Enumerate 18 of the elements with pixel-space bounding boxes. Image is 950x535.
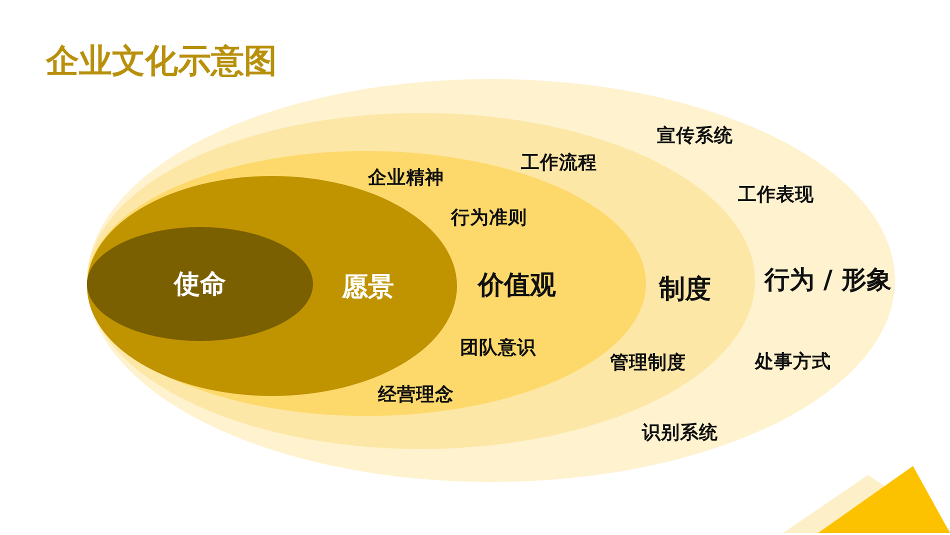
layer-item-label: 宣传系统 [657,126,733,146]
layer-title: 行为 / 形象 [764,266,892,294]
ellipse-layer [87,227,313,341]
layer-item-label: 团队意识 [460,338,536,358]
ellipse-layer [87,79,895,482]
layer-title: 愿景 [342,274,394,302]
layer-title: 价值观 [478,272,556,300]
layer-item-label: 行为准则 [451,208,527,228]
layer-item-label: 工作流程 [521,153,597,173]
layer-item-label: 工作表现 [738,185,814,205]
layer-item-label: 企业精神 [368,168,444,188]
layer-title: 制度 [659,276,711,304]
diagram-title: 企业文化示意图 [46,43,277,80]
layer-item-label: 处事方式 [755,352,831,372]
layer-title: 使命 [174,271,226,299]
layer-item-label: 经营理念 [378,385,454,405]
layer-item-label: 管理制度 [610,353,686,373]
layer-item-label: 识别系统 [642,423,718,443]
